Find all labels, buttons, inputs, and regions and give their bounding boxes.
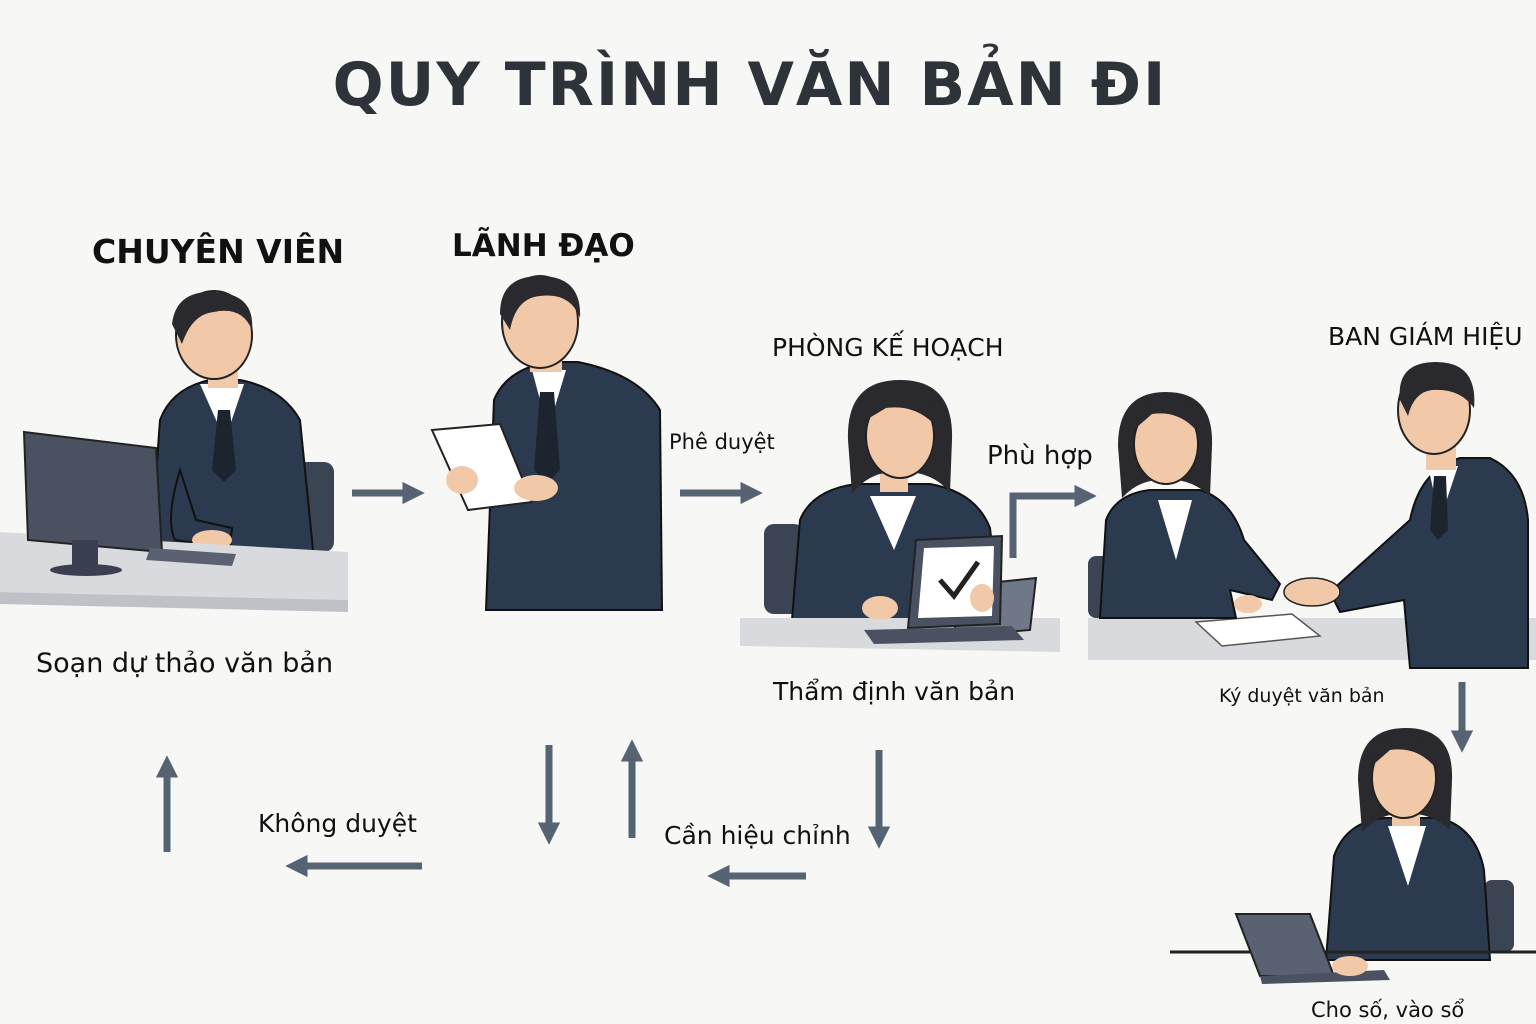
role-ban-giam-hieu: BAN GIÁM HIỆU: [1328, 322, 1523, 351]
arrow-label-phe-duyet: Phê duyệt: [669, 430, 775, 454]
step-cho-so: Cho số, vào sổ: [1311, 998, 1465, 1022]
arrow-label-phu-hop: Phù hợp: [987, 441, 1093, 471]
ban-giam-hieu-illustration: [1088, 362, 1536, 669]
arrow-label-khong-duyet: Không duyệt: [258, 809, 417, 838]
step-tham-dinh: Thẩm định văn bản: [773, 677, 1016, 706]
role-lanh-dao: LÃNH ĐẠO: [452, 228, 635, 264]
step-soan-du-thao: Soạn dự thảo văn bản: [36, 648, 334, 679]
phong-ke-hoach-illustration: [740, 380, 1060, 652]
cho-so-illustration: [1170, 728, 1536, 984]
chuyen-vien-illustration: [0, 290, 348, 612]
role-phong-ke-hoach: PHÒNG KẾ HOẠCH: [772, 333, 1004, 362]
step-ky-duyet: Ký duyệt văn bản: [1219, 685, 1385, 707]
arrow-label-can-hieu-chinh: Cần hiệu chỉnh: [664, 821, 851, 850]
lanh-dao-illustration: [430, 275, 664, 611]
arrow-phu-hop: [1009, 484, 1097, 558]
diagram-title: QUY TRÌNH VĂN BẢN ĐI: [332, 50, 1168, 120]
role-chuyen-vien: CHUYÊN VIÊN: [92, 232, 345, 271]
